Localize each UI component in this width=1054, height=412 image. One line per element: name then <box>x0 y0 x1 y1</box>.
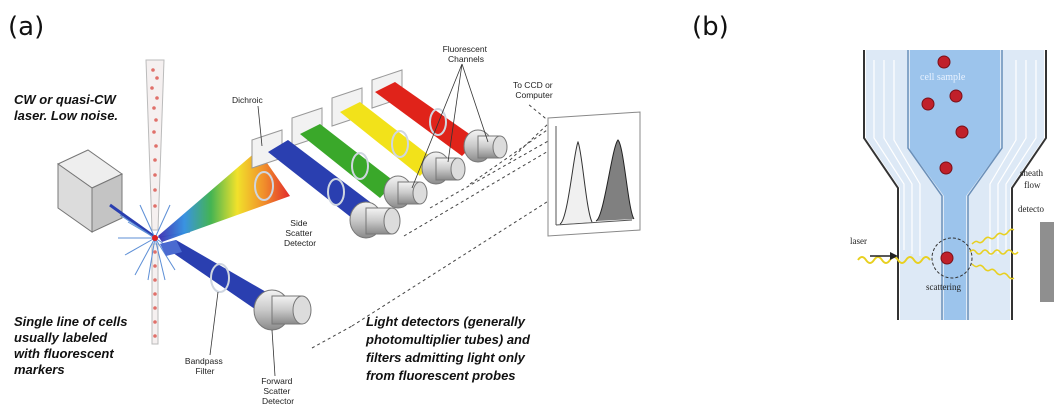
fluorescence-fan <box>158 150 290 242</box>
forward-scatter-pointer <box>271 329 276 377</box>
nozzle-left-wall <box>863 50 899 320</box>
cell-sample-label: cell sample <box>920 72 966 83</box>
signal-lines <box>311 103 551 349</box>
laser-box <box>57 149 123 233</box>
scattering-zone <box>931 237 973 279</box>
channel-beams <box>160 82 478 318</box>
sample-stream <box>910 50 1000 320</box>
laser-label: CW or quasi-CW laser. Low noise. <box>14 92 119 123</box>
side-scatter-detector <box>349 201 401 239</box>
bandpass-label: Bandpass Filter <box>185 356 225 376</box>
detector-block <box>1040 222 1054 302</box>
panel-a-labels: CW or quasi-CW laser. Low noise. Single … <box>14 44 555 406</box>
scattering-label: scattering <box>926 282 961 292</box>
fluorescent-channels-label: Fluorescent Channels <box>443 44 490 64</box>
detector-label: detecto <box>1018 204 1044 214</box>
dichroic-label: Dichroic <box>232 95 263 105</box>
laser-arrow-head <box>890 252 898 260</box>
red-detector <box>463 129 508 163</box>
laser-label-b: laser <box>850 236 867 246</box>
flow-tube <box>145 59 165 345</box>
panel-a-label: (a) <box>8 12 45 42</box>
green-detector <box>383 175 428 209</box>
scattered-waves <box>969 228 1019 280</box>
forward-scatter-label: Forward Scatter Detector <box>261 376 295 406</box>
yellow-detector <box>421 151 466 185</box>
cells-label: Single line of cells usually labeled wit… <box>14 314 131 377</box>
channel-pointers <box>411 63 489 189</box>
detectors-label: Light detectors (generally photomultipli… <box>365 314 534 383</box>
panel-b-label: (b) <box>692 12 729 42</box>
nozzle-right-wall <box>1011 50 1047 320</box>
sheath-flow-label: sheath flow <box>1020 168 1045 190</box>
to-ccd-label: To CCD or Computer <box>513 80 555 100</box>
sheath-flow-lines <box>873 60 1037 256</box>
cells <box>921 55 969 265</box>
histogram-plot <box>547 111 641 237</box>
side-scatter-label: Side Scatter Detector <box>284 218 316 248</box>
panel-a-diagram: CW or quasi-CW laser. Low noise. Single … <box>14 44 641 406</box>
panel-b-diagram: cell sample sheath flow laser detecto sc… <box>850 50 1054 320</box>
detector-cylinders <box>253 129 508 331</box>
laser-beam <box>109 203 157 240</box>
dichroic-pointer <box>257 105 263 147</box>
bandpass-pointer <box>209 291 219 356</box>
filter-rings <box>210 108 447 293</box>
forward-scatter-detector <box>253 289 312 331</box>
